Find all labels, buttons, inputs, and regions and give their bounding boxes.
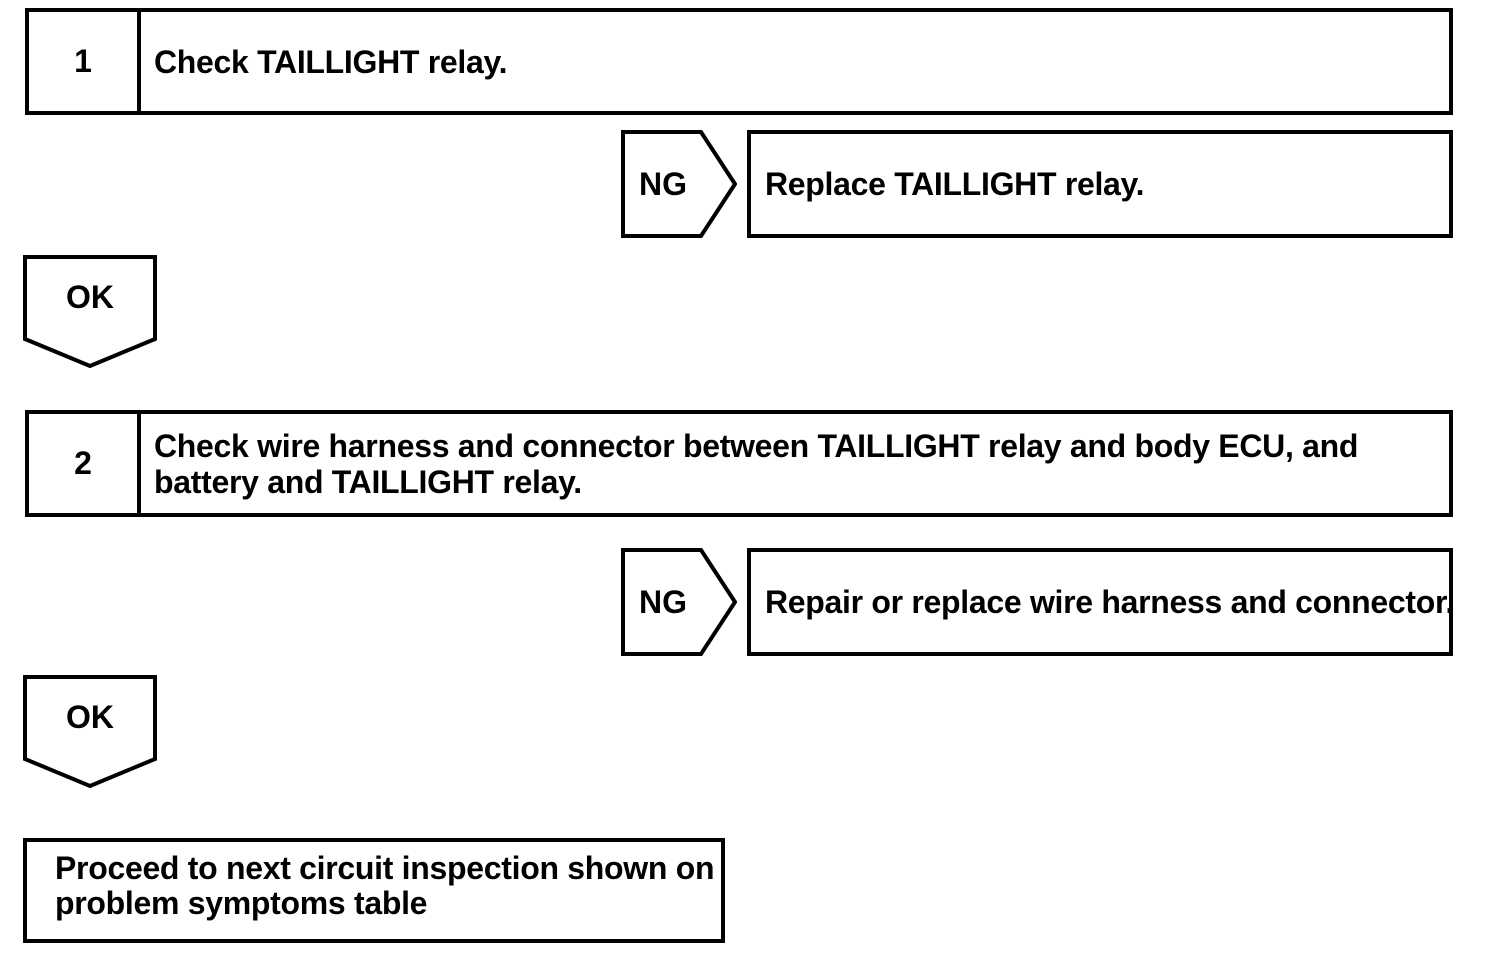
step-1-box: 1 Check TAILLIGHT relay. [25,8,1453,115]
step-1-ng-action-box: Replace TAILLIGHT relay. [747,130,1453,238]
end-instruction-line-1: Proceed to next circuit inspection shown… [55,850,715,886]
step-1-ok-label: OK [66,278,114,315]
step-2-ok-connector: OK [23,675,157,788]
step-2-instruction: Check wire harness and connector between… [141,414,1449,513]
step-1-number: 1 [29,12,141,111]
step-1-instruction-line: Check TAILLIGHT relay. [154,43,508,80]
step-1-ng-label: NG [639,165,687,202]
step-1-ng-action-text: Replace TAILLIGHT relay. [765,165,1145,202]
step-2-ng-action-text: Repair or replace wire harness and conne… [765,583,1454,620]
ng-arrow-pentagon-icon [621,130,737,238]
step-2-ok-label: OK [66,698,114,735]
step-2-ng-connector: NG [621,548,737,656]
step-2-number: 2 [29,414,141,513]
step-1-ng-connector: NG [621,130,737,238]
ok-down-pentagon-icon [23,675,157,788]
ok-down-pentagon-icon [23,255,157,368]
ng-arrow-pentagon-icon [621,548,737,656]
step-2-instruction-line-1: Check wire harness and connector between… [154,427,1359,464]
end-instruction-box: Proceed to next circuit inspection shown… [23,838,725,943]
step-1-ok-connector: OK [23,255,157,368]
step-2-box: 2 Check wire harness and connector betwe… [25,410,1453,517]
end-instruction-line-2: problem symptoms table [55,885,428,921]
step-2-instruction-line-2: battery and TAILLIGHT relay. [154,463,582,500]
step-1-instruction: Check TAILLIGHT relay. [141,12,1449,111]
step-2-ng-label: NG [639,583,687,620]
step-2-ng-action-box: Repair or replace wire harness and conne… [747,548,1454,656]
